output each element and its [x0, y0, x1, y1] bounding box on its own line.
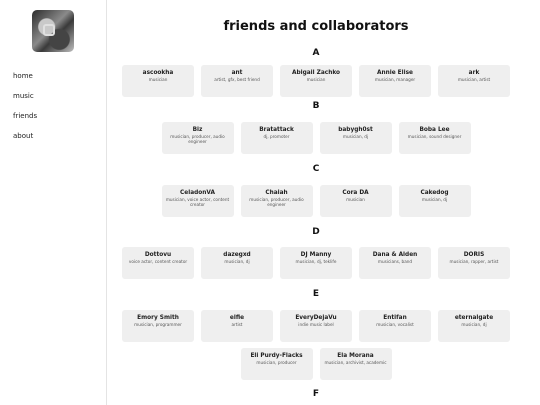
- friend-role: musician, dj, teklife: [295, 259, 337, 264]
- instagram-icon: [43, 24, 55, 36]
- friend-name: Bratattack: [259, 127, 294, 133]
- friend-role: musician, rapper, artist: [449, 259, 499, 264]
- nav-item-music[interactable]: music: [13, 92, 34, 100]
- friend-role: musician, producer, audio engineer: [170, 134, 225, 144]
- section-letter-f: F: [312, 389, 320, 399]
- friend-role: musician, producer: [256, 360, 297, 365]
- friend-role: musician: [148, 77, 168, 82]
- friend-name: Cora DA: [342, 190, 369, 196]
- friend-role: artist: [231, 322, 243, 327]
- friend-name: Biz: [192, 127, 203, 133]
- friend-name: Dana & Alden: [372, 252, 418, 258]
- friend-name: DJ Manny: [300, 252, 332, 258]
- friend-name: ark: [468, 70, 480, 76]
- friend-name: Emory Smith: [137, 315, 179, 321]
- friend-role: musician, dj: [342, 134, 369, 139]
- friend-role: musician, manager: [374, 77, 416, 82]
- nav-item-home[interactable]: home: [13, 72, 33, 80]
- sidebar-nav: home music friends about: [13, 66, 37, 146]
- friend-name: Annie Elise: [377, 70, 413, 76]
- friend-name: Abigail Zachko: [291, 70, 341, 76]
- section-letter-c: C: [312, 164, 320, 174]
- friend-name: elfie: [229, 315, 245, 321]
- friend-name: EveryDejaVu: [295, 315, 337, 321]
- section-letter-d: D: [312, 227, 320, 237]
- nav-item-friends[interactable]: friends: [13, 112, 38, 120]
- nav-item-about[interactable]: about: [13, 132, 34, 140]
- friend-name: DORIS: [463, 252, 485, 258]
- friend-role: musician: [306, 77, 326, 82]
- section-letter-e: E: [312, 289, 320, 299]
- section-letter-b: B: [312, 101, 320, 111]
- friend-role: musician, artist: [457, 77, 491, 82]
- friend-role: dj, promoter: [263, 134, 290, 139]
- friend-role: musician, dj: [461, 322, 487, 327]
- friend-role: musician, archivist, academic: [324, 360, 387, 365]
- friend-role: musician, dj: [224, 259, 250, 264]
- friend-name: Eli Purdy-Flacks: [250, 353, 303, 359]
- friend-name: Cakedog: [420, 190, 449, 196]
- friend-role: musician, producer, audio engineer: [249, 197, 304, 207]
- friend-name: Dottovu: [144, 252, 172, 258]
- friend-name: Entifan: [383, 315, 407, 321]
- friend-role: musicians, band: [377, 259, 413, 264]
- friend-name: dazegxd: [223, 252, 251, 258]
- friend-name: eternalgate: [454, 315, 494, 321]
- friend-role: musician: [346, 197, 365, 202]
- page-title: friends and collaborators: [223, 19, 409, 34]
- friend-name: Chaiah: [265, 190, 288, 196]
- friend-name: babygh0st: [338, 127, 373, 133]
- friend-role: musician, voice actor, content creator: [165, 197, 230, 207]
- avatar[interactable]: [32, 10, 74, 52]
- friend-role: artist, gfx, best friend: [214, 77, 260, 82]
- friend-name: CeladonVA: [180, 190, 215, 196]
- friend-role: indie music label: [298, 322, 334, 327]
- sidebar: home music friends about: [0, 0, 107, 405]
- friend-name: Ela Morana: [337, 353, 374, 359]
- section-letter-a: A: [312, 48, 320, 58]
- friend-role: musician, vocalist: [376, 322, 414, 327]
- friend-name: ascookha: [142, 70, 174, 76]
- friend-name: Boba Lee: [419, 127, 450, 133]
- friend-role: musician, dj: [421, 197, 448, 202]
- friend-role: voice actor, content creator: [128, 259, 188, 264]
- friend-role: musician, sound designer: [407, 134, 462, 139]
- friend-role: musician, programmer: [134, 322, 182, 327]
- friend-name: ant: [231, 70, 243, 76]
